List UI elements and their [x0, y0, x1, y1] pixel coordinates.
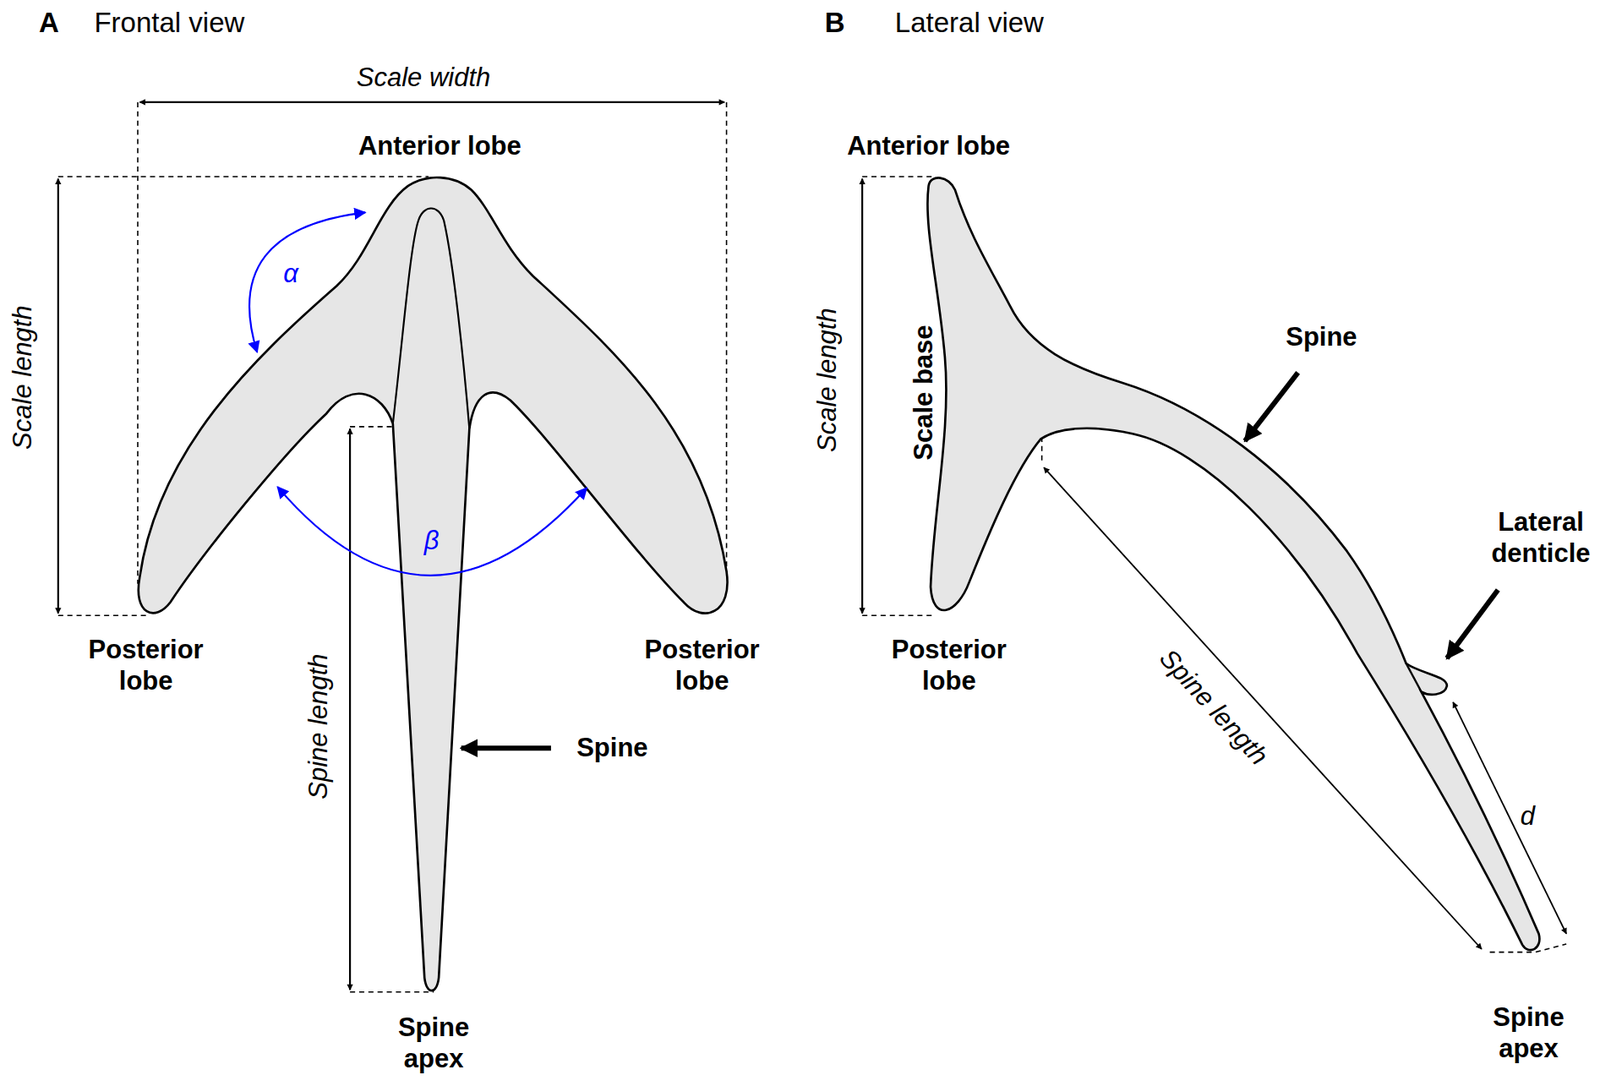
- length-arrow: [57, 179, 60, 614]
- part-name: Spine: [576, 731, 648, 764]
- part-name: Scale base: [907, 325, 940, 461]
- part-name: Posterior lobe: [88, 633, 204, 697]
- angle-arc: [277, 486, 587, 576]
- panel-title: Lateral view: [895, 5, 1044, 40]
- scale-shape: [138, 177, 728, 991]
- panel-title: Frontal view: [93, 5, 245, 40]
- panel-letter: A: [38, 5, 60, 40]
- part-name: Spine apex: [398, 1011, 470, 1075]
- spine-length-arrow: [349, 428, 351, 990]
- part-name: Lateral denticle: [1490, 506, 1590, 569]
- part-name: Anterior lobe: [846, 130, 1011, 162]
- length-arrow: [861, 179, 863, 614]
- dimension-label: Scale width: [356, 61, 492, 93]
- dimension-label: Scale length: [810, 307, 842, 453]
- dimension-label: Spine length: [1153, 643, 1276, 772]
- panel-letter: B: [824, 5, 846, 40]
- dashed-guides: [58, 102, 1567, 993]
- part-name: Spine apex: [1492, 1001, 1564, 1065]
- width-arrow: [139, 101, 725, 104]
- pointer-arrow: [1245, 372, 1299, 442]
- part-name: Anterior lobe: [358, 130, 522, 162]
- scale-shape: [927, 177, 1540, 951]
- dimension-label: Spine length: [302, 653, 334, 799]
- angle-label: α: [283, 257, 299, 290]
- spine-ridge: [393, 208, 470, 430]
- part-name: Spine: [1285, 321, 1357, 353]
- dimension-label: d: [1520, 800, 1535, 832]
- angle-arc: [249, 212, 366, 352]
- angle-label: β: [424, 524, 440, 557]
- part-name: Posterior lobe: [644, 633, 760, 697]
- pointer-arrow: [1447, 589, 1498, 659]
- dimension-label: Scale length: [6, 305, 39, 450]
- part-name: Posterior lobe: [891, 633, 1007, 697]
- pointer-arrow: [461, 745, 552, 751]
